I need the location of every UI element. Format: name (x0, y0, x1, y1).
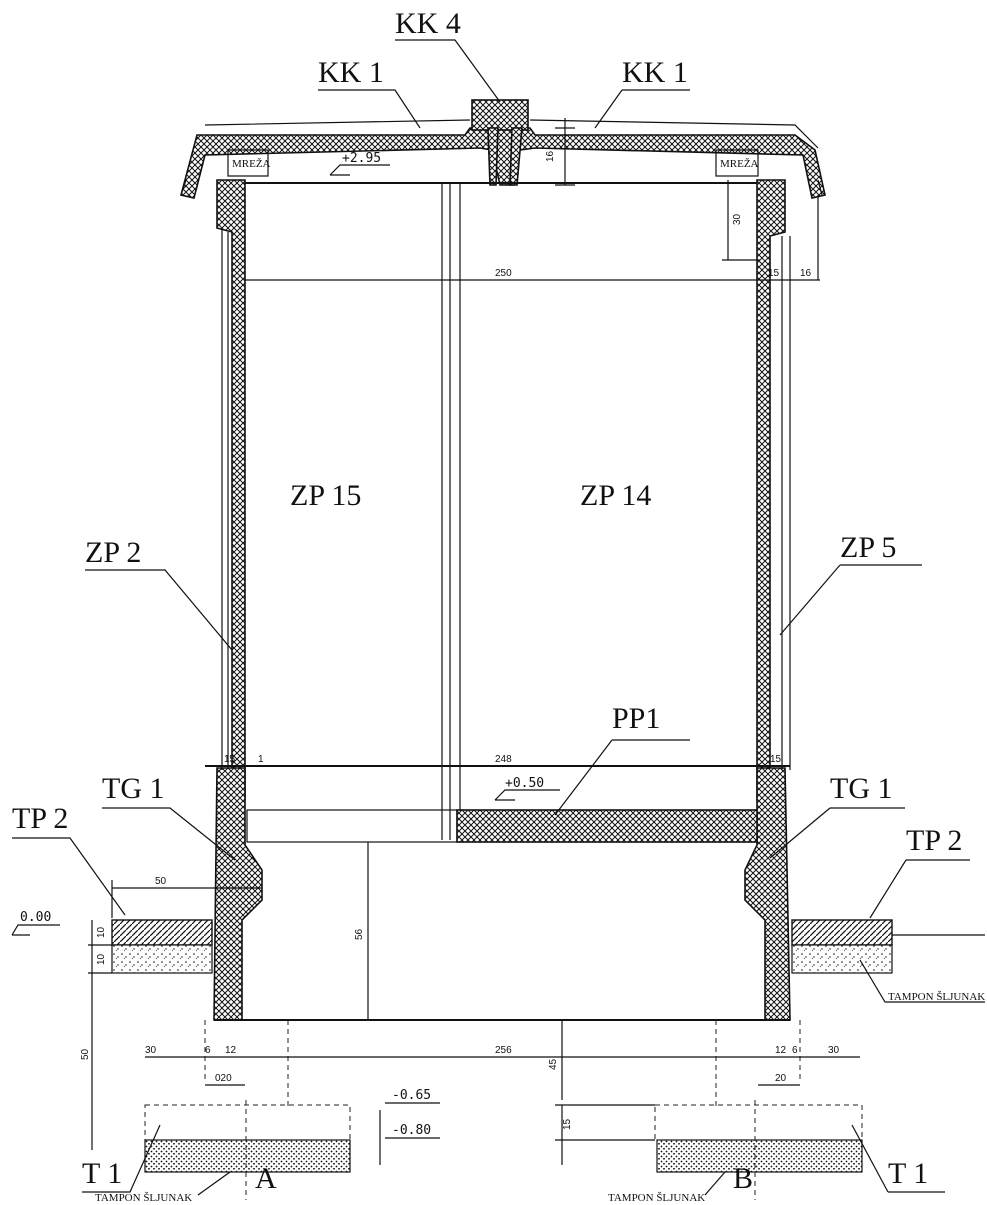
zp5-label: ZP 5 (840, 531, 896, 564)
dim-15-top: 15 (768, 268, 780, 279)
footing-right-outline (654, 1104, 863, 1141)
dim-250: 250 (495, 268, 512, 279)
floor-slab-left (246, 809, 458, 843)
level-minus-marks (379, 1102, 440, 1165)
dim-10a: 10 (96, 926, 107, 938)
pp1-label: PP1 (612, 702, 660, 735)
tg1-left-label: TG 1 (102, 772, 165, 805)
tg1-right-label: TG 1 (830, 772, 893, 805)
tp2-right-leader (869, 859, 970, 919)
tg1-right-leader (769, 807, 905, 859)
kk4-leader (395, 39, 501, 103)
zp15-label: ZP 15 (290, 479, 361, 512)
level-m080-text: -0.80 (392, 1123, 431, 1138)
dim-20: 20 (775, 1073, 787, 1084)
level-ground-text: 0.00 (20, 910, 51, 925)
t1-right-label: T 1 (888, 1157, 928, 1190)
dim-020: 020 (215, 1073, 232, 1084)
dim-16-top-line (555, 118, 575, 186)
dim-56: 56 (354, 928, 365, 940)
tampon-right-leader (859, 959, 985, 1003)
footing-left-gravel (144, 1139, 351, 1173)
zp14-label: ZP 14 (580, 479, 651, 512)
foundation-dashed (204, 1020, 801, 1110)
tampon-b-label: TAMPON ŠLJUNAK (608, 1192, 705, 1204)
kk1-left-label: KK 1 (318, 56, 384, 89)
dim-30: 30 (732, 213, 743, 225)
tp2-left-label: TP 2 (12, 802, 68, 835)
kk1-right-leader (594, 89, 690, 129)
level-floor-text: +0.50 (505, 776, 544, 791)
tp2-right-label: TP 2 (906, 824, 962, 857)
tp2-left-leader (12, 837, 126, 916)
kk4-cap (471, 99, 529, 186)
dim-50-left-line (111, 880, 262, 918)
gravel-left (111, 944, 213, 974)
section-b-label: B (733, 1162, 753, 1195)
roof-slab (180, 119, 826, 199)
dim-15-bottom: 15 (562, 1118, 573, 1130)
dim-16-top: 16 (545, 150, 556, 162)
kk4-label: KK 4 (395, 7, 461, 40)
pp1-leader (554, 739, 690, 816)
dim-16-right: 16 (800, 268, 812, 279)
left-wall (213, 179, 263, 1021)
dim-10b: 10 (96, 953, 107, 965)
mreza-left-label: MREŽA (232, 158, 271, 170)
t1-left-leader (82, 1124, 161, 1193)
zp5-leader (779, 564, 922, 636)
footing-right-gravel (656, 1139, 863, 1173)
dim-15-bottom-line (555, 1104, 655, 1165)
level-top-mark: +2.95 (329, 151, 390, 176)
t1-right-leader (851, 1124, 945, 1193)
dim-30-r: 30 (828, 1045, 840, 1056)
footing-left-outline (144, 1104, 351, 1141)
t1-left-label: T 1 (82, 1157, 122, 1190)
tg1-left-leader (102, 807, 236, 861)
dim-6-l: 6 (205, 1045, 211, 1056)
dim-6-r: 6 (792, 1045, 798, 1056)
terrace-right (791, 919, 893, 946)
level-m065-text: -0.65 (392, 1088, 431, 1103)
dim-15-left: 15 (224, 754, 236, 765)
dim-12-l: 12 (225, 1045, 237, 1056)
tampon-a-label: TAMPON ŠLJUNAK (95, 1192, 192, 1204)
level-floor-mark (494, 789, 560, 801)
kk1-left-leader (318, 89, 421, 129)
zp2-leader (85, 569, 233, 651)
level-ground-mark (11, 924, 60, 936)
terrace-left (111, 919, 213, 946)
mreza-left-box (227, 149, 269, 177)
mreza-right-label: MREŽA (720, 158, 759, 170)
level-top-text: +2.95 (342, 151, 381, 166)
dim-12-r: 12 (775, 1045, 787, 1056)
dim-248: 248 (495, 754, 512, 765)
dim-left-vert (88, 920, 112, 1150)
kk1-right-label: KK 1 (622, 56, 688, 89)
dim-50-left: 50 (155, 876, 167, 887)
dim-15-mid: 15 (770, 754, 782, 765)
partition-lines (441, 183, 461, 840)
right-wall (744, 179, 791, 1021)
dim-30-l: 30 (145, 1045, 157, 1056)
tampon-b-leader (704, 1171, 726, 1196)
mreza-right-box (715, 149, 759, 177)
tampon-a-leader (197, 1171, 231, 1196)
tampon-right-label: TAMPON ŠLJUNAK (888, 991, 985, 1003)
dim-50-v: 50 (80, 1048, 91, 1060)
zp2-label: ZP 2 (85, 536, 141, 569)
gravel-right (791, 944, 893, 974)
dim-256: 256 (495, 1045, 512, 1056)
floor-slab-pp1 (456, 809, 758, 843)
dim-30-line (722, 180, 760, 261)
section-a-label: A (255, 1162, 277, 1195)
dim-1: 1 (258, 754, 264, 765)
dim-45: 45 (548, 1058, 559, 1070)
